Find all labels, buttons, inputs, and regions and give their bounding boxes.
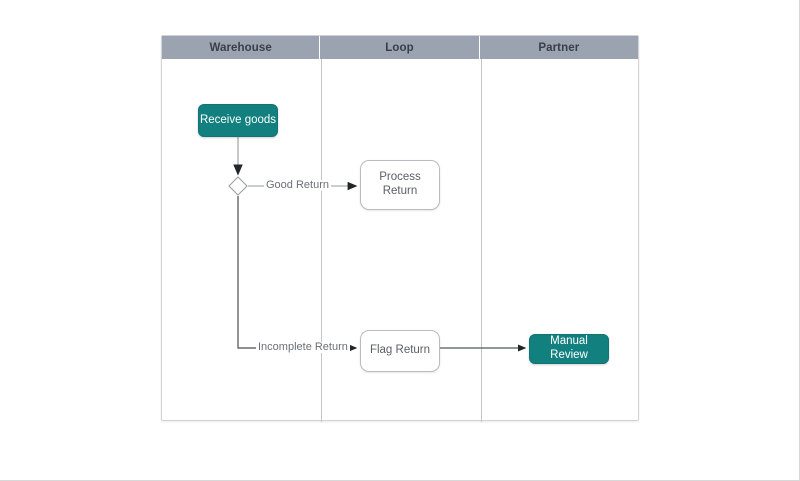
node-manual-review[interactable]: Manual Review: [529, 334, 609, 364]
edge-label-incomplete-return: Incomplete Return: [256, 341, 350, 353]
node-flag-return[interactable]: Flag Return: [360, 330, 440, 372]
lane-header-row: Warehouse Loop Partner: [162, 36, 638, 59]
gateway-decision[interactable]: [228, 176, 248, 196]
lane-divider-warehouse-loop: [321, 59, 322, 422]
node-receive-goods-label: Receive goods: [199, 113, 277, 126]
lane-header-warehouse[interactable]: Warehouse: [162, 36, 321, 59]
node-manual-review-label: Manual Review: [550, 335, 588, 361]
node-process-return[interactable]: Process Return: [360, 160, 440, 210]
node-flag-return-label: Flag Return: [369, 344, 431, 357]
edge-label-good-return: Good Return: [264, 179, 331, 191]
lane-divider-loop-partner: [481, 59, 482, 422]
lane-header-loop[interactable]: Loop: [320, 36, 480, 59]
node-process-return-label: Process Return: [379, 171, 421, 197]
node-receive-goods[interactable]: Receive goods: [198, 104, 278, 137]
lane-header-partner[interactable]: Partner: [479, 36, 638, 59]
